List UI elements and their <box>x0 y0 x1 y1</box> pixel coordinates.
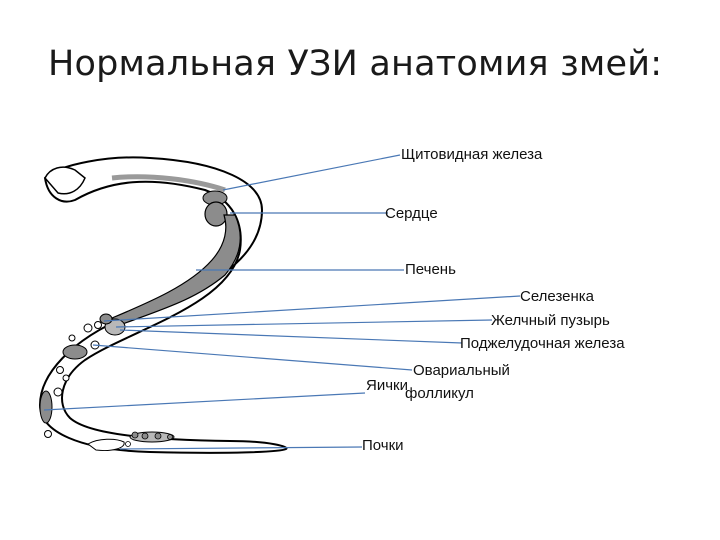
follicle-dot <box>94 321 102 329</box>
esophagus-strip <box>111 174 226 193</box>
follicle-dot <box>56 366 64 374</box>
pancreas-shape <box>62 344 88 360</box>
label-gallbladder: Желчный пузырь <box>491 312 610 329</box>
follicle-dot <box>83 323 93 333</box>
kidney-shape <box>87 438 125 451</box>
label-liver: Печень <box>405 261 456 278</box>
snake-head-outline <box>44 166 86 195</box>
testis-shape <box>39 390 53 424</box>
kidney-dot <box>167 434 173 440</box>
follicle-dot <box>53 387 63 397</box>
heart-shape <box>204 201 228 227</box>
label-thyroid: Щитовидная железа <box>401 146 543 163</box>
leader-ovarian <box>92 344 413 371</box>
label-pancreas: Поджелудочная железа <box>460 335 625 352</box>
label-heart: Сердце <box>385 205 438 222</box>
label-spleen: Селезенка <box>520 288 595 305</box>
kidney-dot <box>131 431 139 439</box>
leader-spleen <box>103 295 521 322</box>
label-ovarian-1: Овариальный <box>413 362 510 379</box>
slide-title: Нормальная УЗИ анатомия змей: <box>48 44 663 84</box>
leader-testes <box>43 392 366 411</box>
leader-kidneys <box>119 446 363 450</box>
leader-thyroid <box>222 154 401 191</box>
follicle-dot <box>62 374 70 382</box>
label-kidneys: Почки <box>362 437 404 454</box>
spleen-shape <box>99 313 113 325</box>
kidney-dot <box>125 441 131 447</box>
label-ovarian-2: фолликул <box>405 385 474 402</box>
kidney-shape <box>129 431 175 443</box>
testis-dot <box>44 430 52 438</box>
kidney-dot <box>141 432 149 440</box>
leader-pancreas <box>119 329 463 344</box>
kidney-dot <box>154 432 162 440</box>
follicle-dot <box>68 334 76 342</box>
label-testes: Яички <box>366 377 408 394</box>
leader-gallbladder <box>115 319 493 328</box>
